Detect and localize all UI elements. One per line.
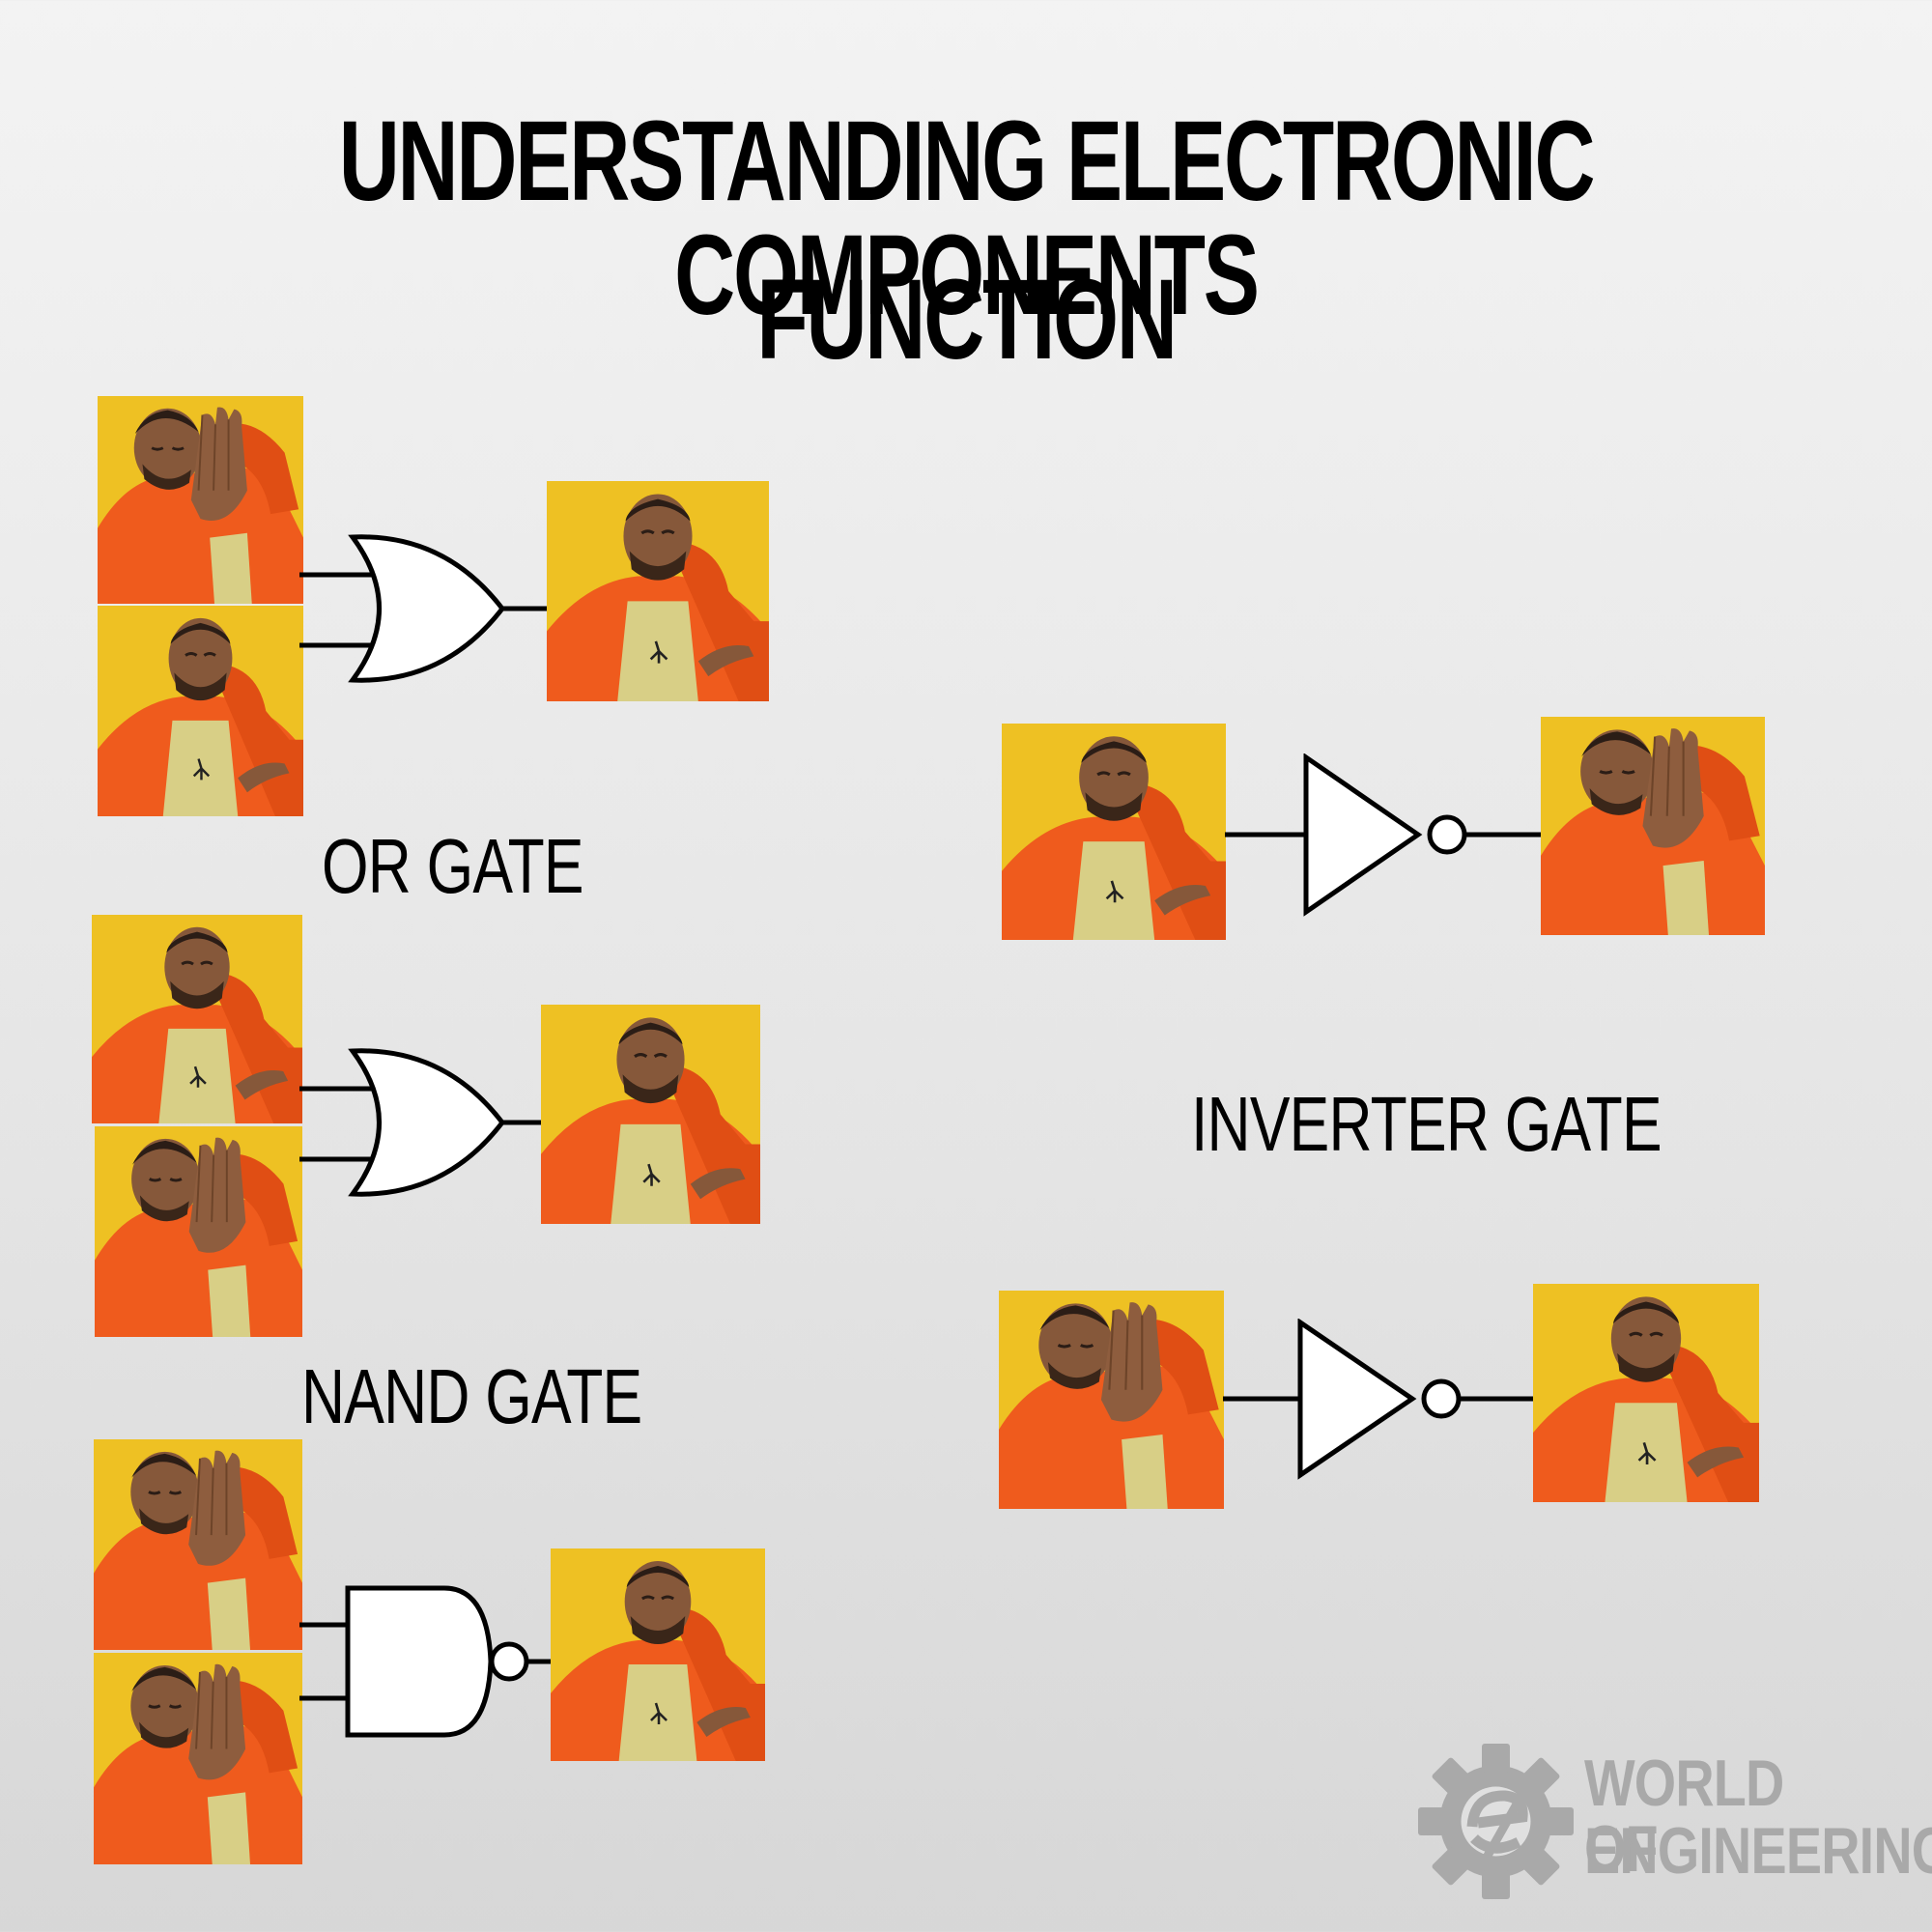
gate-label-nand: NAND GATE — [301, 1353, 642, 1439]
output-approve-image — [551, 1548, 765, 1761]
output-approve-image — [541, 1005, 760, 1224]
or-gate-icon — [299, 534, 551, 683]
input-disapprove-image — [94, 1439, 302, 1650]
output-approve-image — [1533, 1284, 1759, 1502]
gear-icon — [1418, 1744, 1574, 1899]
input-disapprove-image — [999, 1291, 1224, 1509]
watermark-line-2: ENGINEERING — [1584, 1814, 1932, 1888]
input-approve-image — [1002, 724, 1226, 940]
input-approve-image — [98, 606, 303, 816]
not-gate-icon — [1225, 753, 1544, 917]
not-gate-icon — [1223, 1319, 1538, 1480]
input-disapprove-image — [98, 396, 303, 604]
output-disapprove-image — [1541, 717, 1765, 935]
gate-label-inverter: INVERTER GATE — [1191, 1081, 1662, 1167]
input-disapprove-image — [94, 1653, 302, 1864]
or-gate-icon — [299, 1048, 546, 1197]
input-approve-image — [92, 915, 302, 1123]
page-title-line-1: UNDERSTANDING ELECTRONIC COMPONENTS — [338, 98, 1596, 339]
watermark-line-1: WORLD OF — [1584, 1747, 1784, 1886]
nand-gate-icon — [299, 1585, 555, 1738]
input-disapprove-image — [95, 1126, 302, 1337]
page-title-line-2: FUNCTION — [756, 256, 1178, 384]
gate-label-or: OR GATE — [322, 823, 584, 909]
output-approve-image — [547, 481, 769, 701]
